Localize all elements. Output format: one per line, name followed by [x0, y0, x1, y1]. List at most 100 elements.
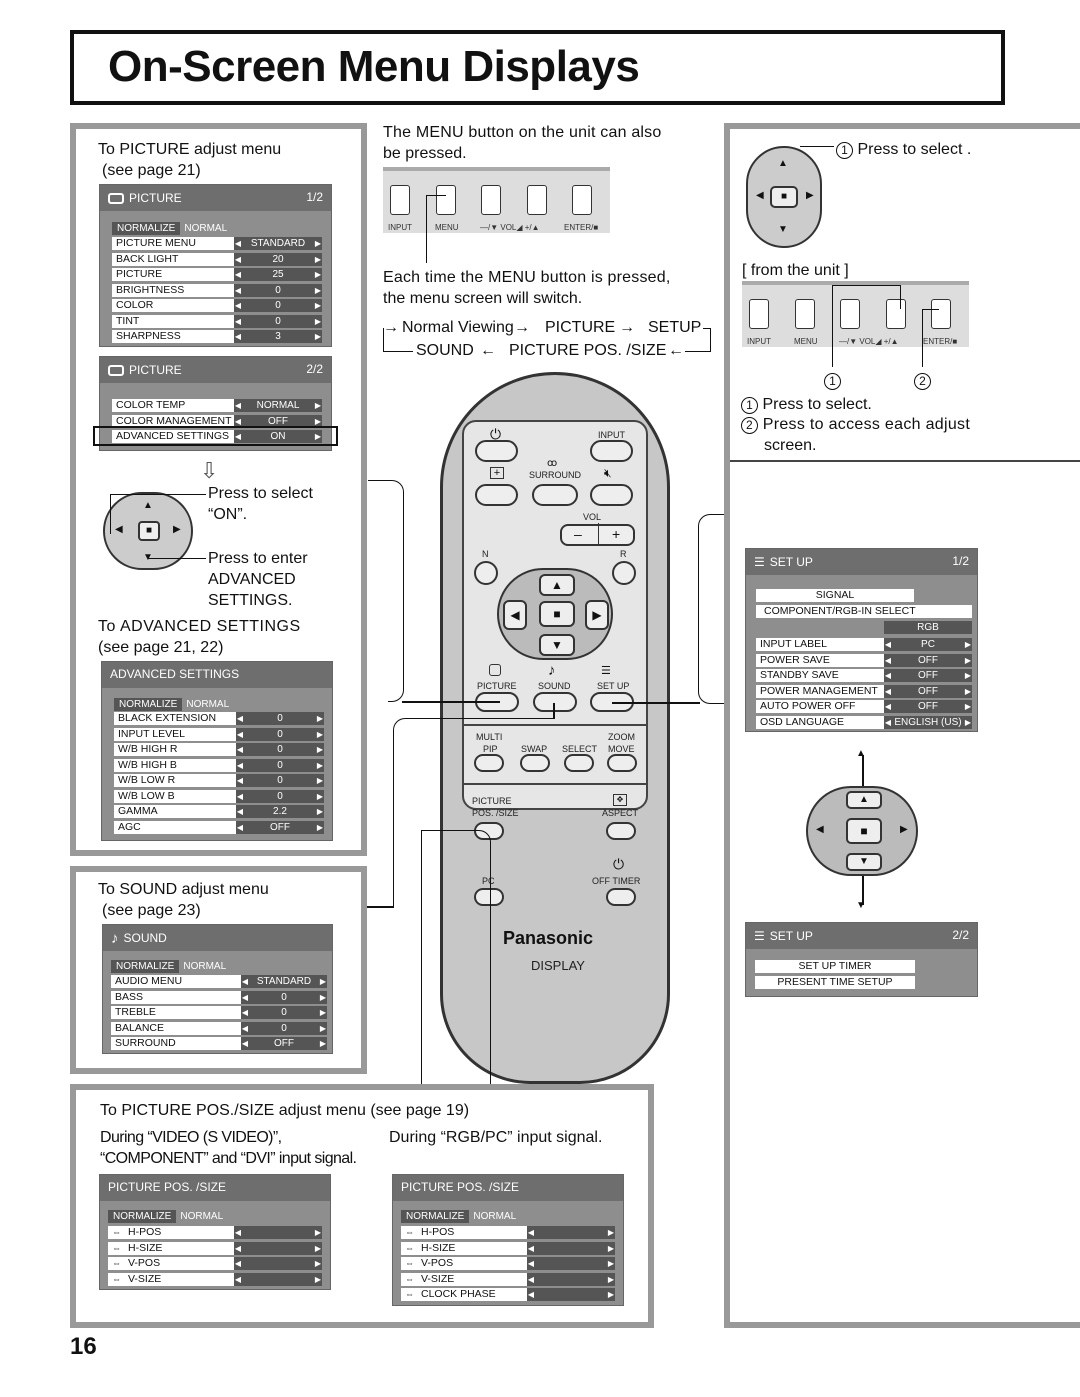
- menu-row[interactable]: W/B LOW B◀0▶: [114, 789, 324, 805]
- menu-row-value[interactable]: ◀20▶: [234, 252, 322, 266]
- right-arrow-icon[interactable]: ▶: [316, 776, 324, 786]
- pc-button[interactable]: [474, 888, 504, 906]
- right-arrow-icon[interactable]: ▶: [316, 729, 324, 739]
- right-arrow-icon[interactable]: ▶: [314, 1259, 322, 1269]
- right-arrow-icon[interactable]: ▶: [314, 1274, 322, 1284]
- power-button[interactable]: [475, 440, 518, 462]
- dpad-left[interactable]: ■ ▲ ▼ ◀ ▶: [103, 492, 193, 570]
- dpad-right-bottom[interactable]: ▲ ▼ ◀ ▶ ■: [806, 786, 918, 876]
- menu-row-value[interactable]: ◀▶: [527, 1257, 615, 1271]
- right-arrow-icon[interactable]: ▶: [607, 1259, 615, 1269]
- left-arrow-icon[interactable]: ◀: [527, 1259, 535, 1269]
- right-icon[interactable]: ▶: [585, 600, 609, 630]
- left-arrow-icon[interactable]: ◀: [234, 285, 242, 295]
- menu-row[interactable]: COLOR MANAGEMENT◀OFF▶: [112, 414, 322, 430]
- input-button[interactable]: [390, 185, 410, 215]
- up-icon[interactable]: ▲: [143, 500, 153, 511]
- right-arrow-icon[interactable]: ▶: [314, 416, 322, 426]
- up-icon[interactable]: ▲: [846, 791, 882, 809]
- vol-up-button[interactable]: [527, 185, 547, 215]
- mute-button[interactable]: [590, 484, 633, 506]
- menu-row[interactable]: ⇔V-POS◀▶: [401, 1256, 615, 1272]
- down-icon[interactable]: ▼: [143, 552, 153, 563]
- left-arrow-icon[interactable]: ◀: [234, 332, 242, 342]
- menu-row[interactable]: COLOR◀0▶: [112, 298, 322, 314]
- menu-row-value[interactable]: ◀▶: [234, 1241, 322, 1255]
- menu-button[interactable]: [436, 185, 456, 215]
- plus-button[interactable]: [475, 484, 518, 506]
- menu-row-value[interactable]: ◀0▶: [234, 283, 322, 297]
- menu-row[interactable]: ⇔V-POS◀▶: [108, 1256, 322, 1272]
- right-icon[interactable]: ▶: [806, 190, 814, 201]
- menu-row[interactable]: ⇔H-POS◀▶: [401, 1225, 615, 1241]
- enter-icon[interactable]: ■: [770, 186, 798, 208]
- aspect-button[interactable]: [606, 822, 636, 840]
- menu-row[interactable]: BLACK EXTENSION◀0▶: [114, 711, 324, 727]
- left-arrow-icon[interactable]: ◀: [234, 1228, 242, 1238]
- menu-row-value[interactable]: ◀OFF▶: [884, 653, 972, 667]
- menu-row-value[interactable]: ◀2.2▶: [236, 805, 324, 819]
- right-icon[interactable]: ▶: [173, 524, 181, 535]
- left-arrow-icon[interactable]: ◀: [236, 822, 244, 832]
- right-icon[interactable]: ▶: [900, 824, 908, 835]
- menu-row[interactable]: ⇔H-SIZE◀▶: [108, 1241, 322, 1257]
- up-icon[interactable]: ▲: [539, 574, 575, 596]
- menu-row[interactable]: TINT◀0▶: [112, 314, 322, 330]
- right-arrow-icon[interactable]: ▶: [314, 432, 322, 442]
- enter-icon[interactable]: ■: [539, 601, 575, 627]
- vol-down-button[interactable]: [481, 185, 501, 215]
- menu-row[interactable]: BRIGHTNESS◀0▶: [112, 283, 322, 299]
- offtimer-button[interactable]: [606, 888, 636, 906]
- vol-up-button[interactable]: [886, 299, 906, 329]
- down-icon[interactable]: ▼: [539, 634, 575, 656]
- menu-row[interactable]: PICTURE MENU◀STANDARD▶: [112, 236, 322, 252]
- menu-row[interactable]: TREBLE◀0▶: [111, 1005, 327, 1021]
- left-arrow-icon[interactable]: ◀: [884, 655, 892, 665]
- vol-down-button[interactable]: [840, 299, 860, 329]
- left-arrow-icon[interactable]: ◀: [234, 254, 242, 264]
- right-arrow-icon[interactable]: ▶: [319, 1023, 327, 1033]
- left-arrow-icon[interactable]: ◀: [234, 401, 242, 411]
- menu-row-value[interactable]: ◀25▶: [234, 268, 322, 282]
- right-arrow-icon[interactable]: ▶: [314, 239, 322, 249]
- left-arrow-icon[interactable]: ◀: [236, 745, 244, 755]
- menu-row[interactable]: W/B LOW R◀0▶: [114, 773, 324, 789]
- left-arrow-icon[interactable]: ◀: [241, 1039, 249, 1049]
- vol-rocker[interactable]: – +: [560, 523, 635, 546]
- left-arrow-icon[interactable]: ◀: [234, 432, 242, 442]
- left-arrow-icon[interactable]: ◀: [236, 807, 244, 817]
- menu-row-value[interactable]: ◀0▶: [241, 1021, 327, 1035]
- right-arrow-icon[interactable]: ▶: [314, 1243, 322, 1253]
- left-arrow-icon[interactable]: ◀: [884, 640, 892, 650]
- menu-row-value[interactable]: ◀OFF▶: [884, 669, 972, 683]
- menu-row-value[interactable]: ◀OFF▶: [241, 1037, 327, 1051]
- right-arrow-icon[interactable]: ▶: [607, 1228, 615, 1238]
- component-select-value[interactable]: RGB: [884, 621, 972, 634]
- menu-row[interactable]: AGC◀OFF▶: [114, 820, 324, 836]
- signal-item[interactable]: SIGNAL: [756, 589, 914, 602]
- left-arrow-icon[interactable]: ◀: [234, 1259, 242, 1269]
- menu-row-value[interactable]: ◀0▶: [236, 712, 324, 726]
- menu-row-value[interactable]: ◀0▶: [234, 314, 322, 328]
- surround-button[interactable]: [532, 484, 578, 506]
- component-select-item[interactable]: COMPONENT/RGB-IN SELECT: [756, 605, 972, 618]
- right-arrow-icon[interactable]: ▶: [319, 1008, 327, 1018]
- right-arrow-icon[interactable]: ▶: [314, 301, 322, 311]
- menu-row-value[interactable]: ◀0▶: [236, 743, 324, 757]
- enter-button[interactable]: [572, 185, 592, 215]
- right-arrow-icon[interactable]: ▶: [314, 285, 322, 295]
- menu-row[interactable]: GAMMA◀2.2▶: [114, 804, 324, 820]
- left-arrow-icon[interactable]: ◀: [234, 239, 242, 249]
- left-arrow-icon[interactable]: ◀: [884, 686, 892, 696]
- left-arrow-icon[interactable]: ◀: [884, 702, 892, 712]
- menu-row[interactable]: INPUT LEVEL◀0▶: [114, 727, 324, 743]
- left-arrow-icon[interactable]: ◀: [241, 1023, 249, 1033]
- right-arrow-icon[interactable]: ▶: [964, 686, 972, 696]
- menu-row-value[interactable]: ◀OFF▶: [236, 820, 324, 834]
- right-arrow-icon[interactable]: ▶: [964, 717, 972, 727]
- menu-row-value[interactable]: ◀PC▶: [884, 638, 972, 652]
- left-icon[interactable]: ◀: [756, 190, 764, 201]
- right-arrow-icon[interactable]: ▶: [316, 807, 324, 817]
- menu-row-value[interactable]: ◀NORMAL▶: [234, 399, 322, 413]
